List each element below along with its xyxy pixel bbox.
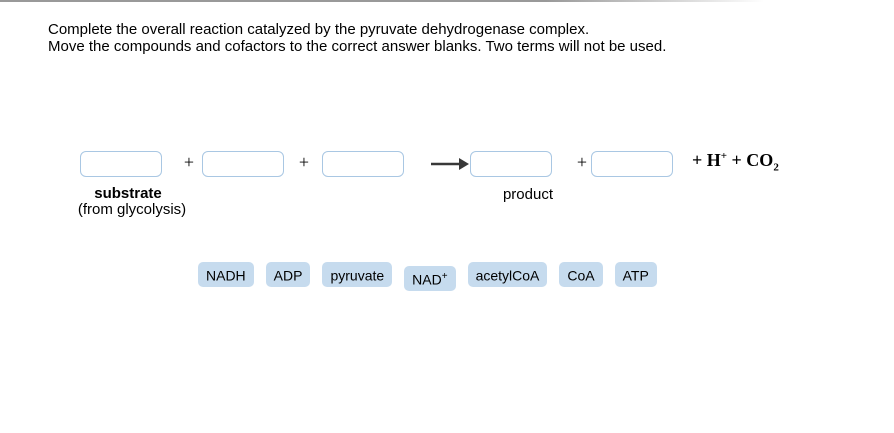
instruction-line-2: Move the compounds and cofactors to the … (48, 38, 667, 55)
hydrogen-co2-term: + H+ + CO2 (692, 150, 779, 174)
term-chip-label: acetylCoA (475, 267, 540, 284)
answer-blank-5[interactable] (591, 151, 673, 177)
term-chip-atp[interactable]: ATP (614, 262, 657, 287)
plus-h-text: + H (692, 150, 721, 170)
term-chip-sup: + (441, 271, 448, 282)
term-chip-pyruvate[interactable]: pyruvate (322, 262, 393, 287)
product-label: product (502, 186, 554, 203)
instructions: Complete the overall reaction catalyzed … (48, 21, 666, 55)
term-chip-label: pyruvate (330, 267, 385, 284)
substrate-label: substrate (94, 185, 162, 202)
plus-sign-2: + (298, 152, 310, 172)
co2-subscript: 2 (773, 161, 779, 174)
term-chip-nad-plus[interactable]: NAD+ (404, 266, 456, 291)
substrate-sublabel: (from glycolysis) (77, 201, 187, 218)
answer-blank-3[interactable] (322, 151, 404, 177)
term-bank: NADH ADP pyruvate NAD+ acetylCoA CoA ATP (198, 262, 657, 291)
term-chip-acetylcoa[interactable]: acetylCoA (467, 262, 548, 287)
answer-blank-2[interactable] (202, 151, 284, 177)
answer-blank-4[interactable] (470, 151, 552, 177)
term-chip-label: NADH (206, 267, 246, 284)
term-chip-nadh[interactable]: NADH (198, 262, 254, 287)
term-chip-coa[interactable]: CoA (559, 262, 603, 287)
term-chip-label: NAD (412, 271, 442, 288)
term-chip-label: ADP (273, 267, 303, 284)
term-chip-label: ATP (622, 267, 649, 284)
plus-co-text: + CO (727, 150, 774, 170)
answer-blank-1[interactable] (80, 151, 162, 177)
instruction-line-1: Complete the overall reaction catalyzed … (48, 21, 590, 38)
plus-sign-3: + (576, 152, 588, 172)
top-border-bar (0, 0, 780, 2)
term-chip-adp[interactable]: ADP (265, 262, 311, 287)
plus-sign-1: + (183, 152, 195, 172)
long-right-arrow-icon (430, 156, 470, 172)
term-chip-label: CoA (567, 267, 595, 284)
h-superscript: + (720, 150, 728, 162)
